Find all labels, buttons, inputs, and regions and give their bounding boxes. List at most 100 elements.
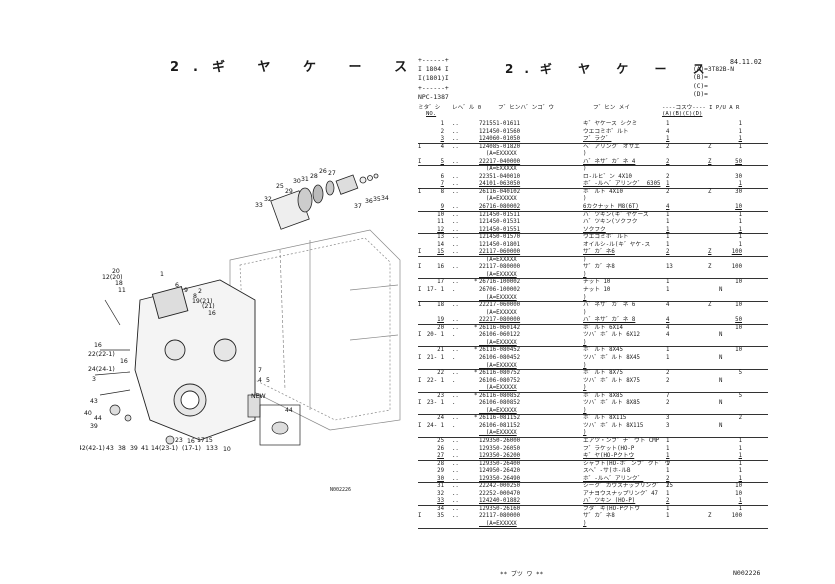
svg-text:31: 31	[301, 176, 309, 183]
cell-qty: 3	[666, 422, 670, 429]
cell-level: ..	[452, 249, 459, 256]
cell-mark: I	[418, 400, 422, 407]
svg-text:39: 39	[90, 423, 98, 430]
table-row: (A=EXXXXX)	[418, 196, 818, 204]
cell-part-no: 24101-063050	[479, 181, 521, 188]
svg-text:11: 11	[118, 287, 126, 294]
cell-part-no: 26106-081152	[479, 422, 521, 429]
cell-name: ホ゛ルト 8X115	[583, 415, 627, 422]
cell-part-no: 26716-080002	[479, 204, 521, 211]
cell-part-no: 124950-26420	[479, 468, 521, 475]
col-part-no: フ゛ヒンハ゛ンコ゛ウ	[498, 105, 554, 111]
cell-part-no: 121450-01560	[479, 128, 521, 135]
svg-text:42(42-1): 42(42-1)	[80, 445, 105, 452]
cell-pack-unit: 1	[738, 241, 742, 248]
cell-name: シャフト(HO-ホ゛ンフ゜クト゛ウ	[583, 460, 671, 467]
cell-mark: I	[418, 332, 422, 339]
svg-text:(21): (21)	[202, 303, 215, 310]
cell-no: 32	[437, 490, 444, 497]
svg-text:32: 32	[264, 196, 272, 203]
gear-case-body	[134, 279, 256, 441]
svg-text:NEW: NEW	[251, 393, 266, 400]
cell-part-no: 22252-000470	[479, 490, 521, 497]
cell-qty: 13	[666, 264, 673, 271]
cell-name: ホ゛ルト 4X10	[583, 188, 623, 195]
svg-text:6: 6	[175, 282, 179, 289]
col-no: NO.	[426, 111, 437, 117]
cell-level: ..	[452, 468, 459, 475]
cell-name: ホ゛-ルヘ゛アリンク゛ 6305	[583, 181, 661, 188]
cell-part-no: 22117-080000	[479, 264, 521, 271]
cell-qty: 2	[666, 188, 670, 195]
svg-text:14: 14	[151, 445, 159, 452]
svg-text:18: 18	[115, 280, 123, 287]
svg-text:16: 16	[120, 358, 128, 365]
cell-name: )	[583, 256, 587, 263]
cell-interchange: Z	[708, 143, 712, 150]
cell-name: アナヨウスナップリンク゛47	[583, 490, 658, 497]
col-name: フ゛ヒン メイ	[593, 105, 630, 111]
cell-name: ツハ゛ホ゛ルト 8X115	[583, 422, 644, 429]
cell-level: ..	[452, 302, 459, 309]
cell-pack-unit: 5	[738, 392, 742, 399]
cell-no: 21- 1	[426, 354, 444, 361]
cell-interchange: N	[719, 354, 723, 361]
cell-qty: 1	[666, 445, 670, 452]
cell-no: 12	[437, 226, 444, 233]
cell-part-no: 121450-01531	[479, 219, 521, 226]
cell-level: .	[452, 422, 456, 429]
cell-pack-unit: 1	[738, 211, 742, 218]
cell-name: ツハ゛ホ゛ルト 8X85	[583, 400, 640, 407]
cell-part-no: 22217-060000	[479, 302, 521, 309]
svg-text:(17-1): (17-1)	[182, 445, 201, 452]
cell-interchange: Z	[708, 249, 712, 256]
cell-name: )	[583, 294, 587, 301]
cell-pack-unit: 1	[738, 475, 742, 482]
cell-qty: 1	[666, 483, 670, 490]
cell-name: 6カクナット M8(6T)	[583, 204, 639, 211]
cell-name: キ゛ヤケース シクミ	[583, 121, 638, 127]
cell-qty: 4	[666, 204, 670, 211]
cell-mark: I	[418, 377, 422, 384]
svg-text:16: 16	[94, 342, 102, 349]
cell-name: キ゛ヤ(HO-Pクトウ	[583, 453, 635, 460]
cell-qty: 1	[666, 136, 670, 143]
cell-pack-unit: 10	[735, 324, 742, 331]
cell-name: ハ゛ツキン (HO-P)	[583, 498, 636, 505]
svg-text:27: 27	[328, 170, 336, 177]
cell-interchange: Z	[708, 513, 712, 520]
cell-interchange: Z	[708, 264, 712, 271]
cell-level: ..	[452, 498, 459, 505]
cell-star: *	[474, 279, 478, 286]
cell-level: ..	[452, 370, 459, 377]
cell-name: ハ゛ネサ゛カ゛ネ 4	[583, 158, 636, 165]
col-qty: ----コスウ---- I P/U A R	[662, 105, 740, 111]
cell-part-no: 121450-01801	[479, 241, 521, 248]
cell-qty: 1	[666, 226, 670, 233]
cell-qty: 1	[666, 460, 670, 467]
column-headers: ミタ゛シ NO. レヘ゛ル 0 フ゛ヒンハ゛ンコ゛ウ フ゛ヒン メイ ----コ…	[418, 103, 818, 121]
issue-date: 84.11.02	[730, 58, 762, 66]
model-applicability: (A)=3T82B-N (B)= (C)= (D)=	[693, 66, 734, 99]
cell-name: ツハ゛ホ゛ルト 8X45	[583, 354, 640, 361]
svg-text:37: 37	[354, 203, 362, 210]
cell-part-no: 121450-01511	[479, 211, 521, 218]
cell-qty: 1	[666, 468, 670, 475]
cell-name: シーク゛カウスナップリンク゛ 25	[583, 483, 673, 490]
svg-text:10: 10	[223, 446, 231, 453]
cell-interchange: N	[719, 332, 723, 339]
cell-name: フ゛ラク゛	[583, 136, 612, 143]
cell-part-no: (A=EXXXXX	[479, 520, 517, 527]
cell-name: ホ゛ルト 8X45	[583, 347, 623, 354]
cell-name: ナット 10	[583, 279, 611, 286]
cell-no: 29	[437, 468, 444, 475]
